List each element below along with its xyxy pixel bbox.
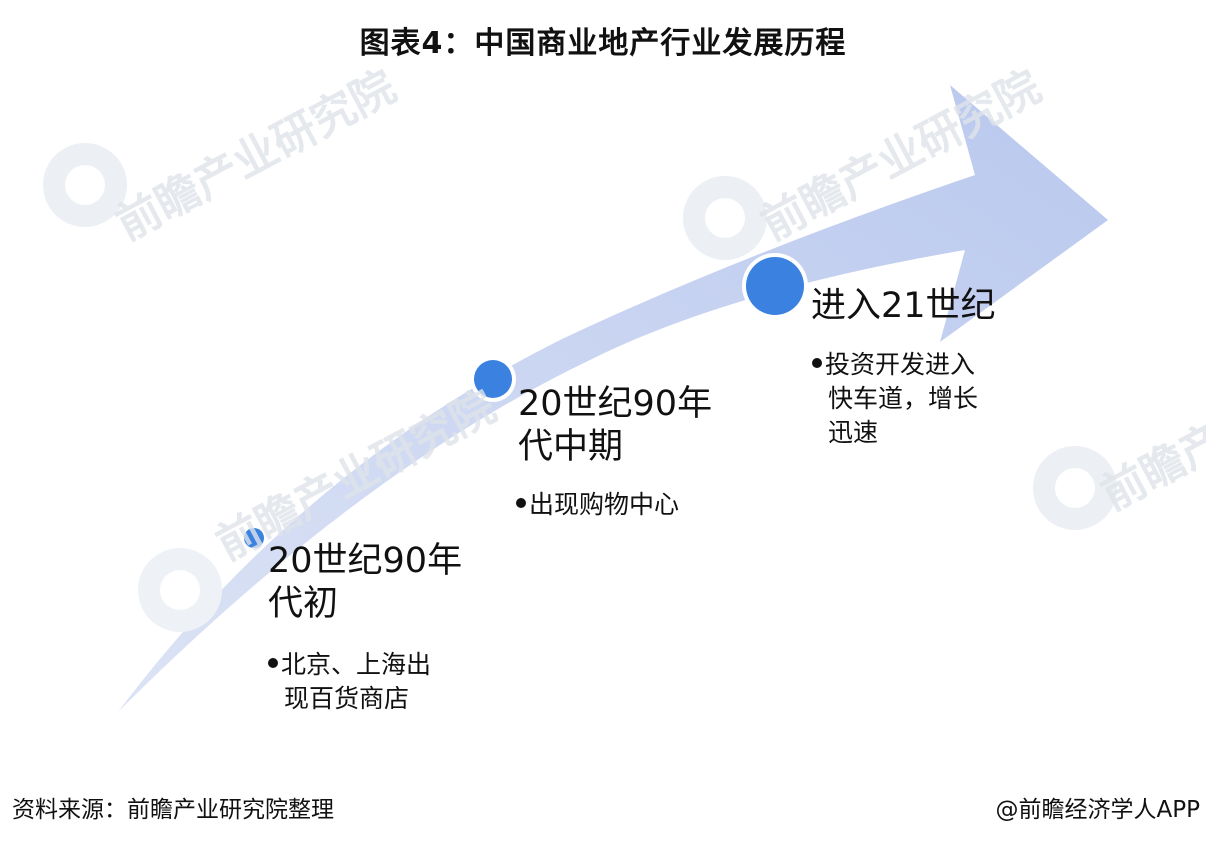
chart-title: 图表4：中国商业地产行业发展历程 — [359, 26, 847, 61]
stage-2-title-line2: 代中期 — [518, 427, 624, 467]
stage-1-title-line2: 代初 — [268, 584, 339, 624]
stage-3-description: 投资开发进入 快车道，增长 迅速 — [812, 348, 978, 450]
watermark-logo-4 — [138, 548, 222, 632]
stage-1-description: 北京、上海出 现百货商店 — [268, 648, 431, 716]
stage-3-desc-line2: 快车道，增长 — [828, 384, 979, 413]
stage-1-title: 20世纪90年 代初 — [268, 540, 462, 626]
stage-2-title: 20世纪90年 代中期 — [518, 383, 712, 469]
stage-3-title-line1: 进入21世纪 — [811, 286, 996, 326]
source-note: 资料来源：前瞻产业研究院整理 — [12, 797, 334, 823]
growth-arrow — [118, 85, 1108, 712]
bullet-icon — [268, 658, 278, 668]
stage-3-title: 进入21世纪 — [811, 285, 996, 328]
stage-3-desc-line1: 投资开发进入 — [825, 350, 976, 379]
stage-1-title-line1: 20世纪90年 — [268, 541, 463, 581]
credit-note: @前瞻经济学人APP — [995, 797, 1200, 823]
stage-3-desc-line3: 迅速 — [828, 418, 879, 447]
watermark-logo-3 — [1033, 446, 1117, 530]
stage-1-desc-line1: 北京、上海出 — [281, 650, 432, 679]
stage-2-title-line1: 20世纪90年 — [518, 384, 713, 424]
stage-marker-1 — [241, 525, 267, 551]
stage-2-desc-line1: 出现购物中心 — [529, 490, 680, 519]
watermark-logo-2 — [683, 176, 767, 260]
stage-1-desc-line2: 现百货商店 — [284, 684, 410, 713]
stage-marker-2 — [470, 356, 516, 402]
bullet-icon — [812, 358, 822, 368]
watermark-logo-1 — [43, 143, 127, 227]
bullet-icon — [516, 498, 526, 508]
stage-2-description: 出现购物中心 — [516, 488, 679, 522]
stage-marker-3 — [742, 253, 808, 319]
